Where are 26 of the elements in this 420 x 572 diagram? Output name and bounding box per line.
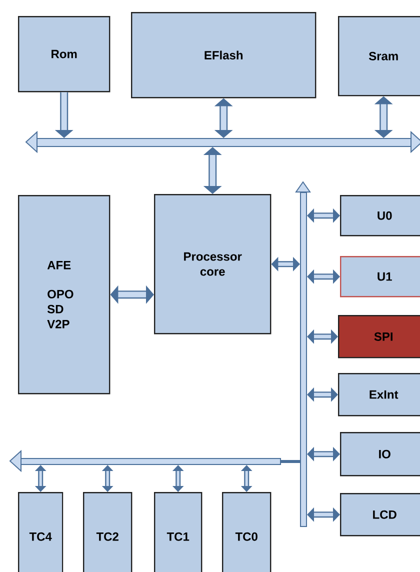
arrow [307,329,338,344]
arrow [307,269,340,284]
arrow [34,465,46,492]
arrow [307,446,340,462]
arrow [307,387,338,402]
block-box: Processor core [154,194,272,334]
block-box: ExInt [338,373,420,416]
block-box: TC2 [83,492,132,572]
block-box: SPI [338,315,420,358]
arrow [203,147,222,194]
block-box: U1 [340,256,420,298]
block-box: IO [340,432,420,476]
arrow [307,507,340,522]
block-box: U0 [340,195,420,236]
arrow [172,465,184,492]
block-box: Rom [18,16,110,92]
block-box: TC0 [222,492,272,572]
block-box: TC4 [18,492,64,572]
block-box: AFE OPO SD V2P [18,195,110,394]
block-box: TC1 [154,492,202,572]
block-box: EFlash [131,12,316,98]
block-box: LCD [340,493,420,536]
arrow [102,465,114,492]
arrow [240,465,252,492]
block-box: Sram [338,16,420,96]
arrow [307,208,340,223]
